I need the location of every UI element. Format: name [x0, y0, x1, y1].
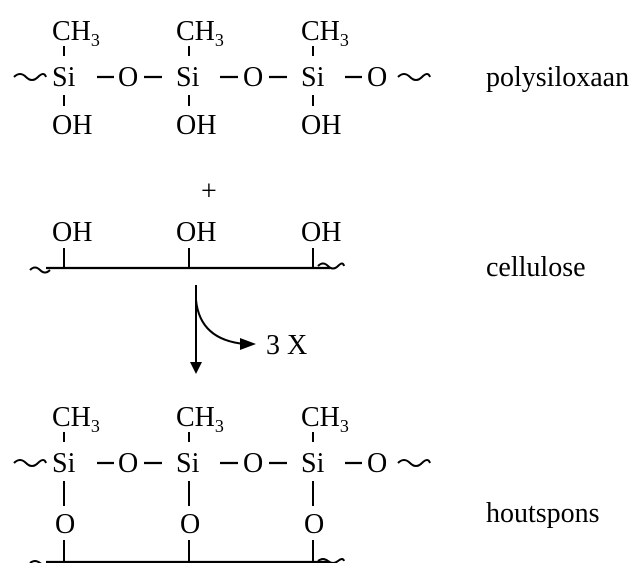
ch3-3: CH3: [301, 16, 349, 50]
si-2: Si: [176, 62, 200, 93]
o-bridge-1: O: [55, 509, 75, 540]
si-b2: Si: [176, 448, 200, 479]
byproduct-label: 3 X: [266, 330, 307, 361]
reaction-arrow: [190, 285, 256, 374]
si-b1: Si: [52, 448, 76, 479]
si-1: Si: [52, 62, 76, 93]
o-3: O: [367, 62, 387, 93]
oh-si-3: OH: [301, 110, 341, 141]
o-2: O: [243, 62, 263, 93]
polysiloxane-structure: CH3 CH3 CH3 Si O Si O Si O OH OH OH: [13, 16, 431, 141]
si-b3: Si: [301, 448, 325, 479]
si-3: Si: [301, 62, 325, 93]
ch3-2: CH3: [176, 16, 224, 50]
oh-cell-3: OH: [301, 217, 341, 248]
o-b2: O: [243, 448, 263, 479]
label-houtspons: houtspons: [486, 498, 600, 529]
o-b1: O: [118, 448, 138, 479]
ch3-b3: CH3: [301, 402, 349, 436]
oh-si-1: OH: [52, 110, 92, 141]
plus-sign: +: [201, 176, 217, 207]
o-bridge-2: O: [180, 509, 200, 540]
oh-cell-2: OH: [176, 217, 216, 248]
label-polysiloxaan: polysiloxaan: [486, 62, 629, 93]
o-b3: O: [367, 448, 387, 479]
label-cellulose: cellulose: [486, 252, 586, 283]
chain-continuation-right: [397, 73, 431, 81]
oh-si-2: OH: [176, 110, 216, 141]
o-1: O: [118, 62, 138, 93]
ch3-b2: CH3: [176, 402, 224, 436]
o-bridge-3: O: [304, 509, 324, 540]
houtspons-structure: CH3 CH3 CH3 Si O Si O Si O O O O: [13, 402, 431, 563]
chain-continuation-left: [13, 73, 47, 81]
ch3-1: CH3: [52, 16, 100, 50]
cellulose-structure: OH OH OH: [29, 217, 345, 274]
ch3-b1: CH3: [52, 402, 100, 436]
oh-cell-1: OH: [52, 217, 92, 248]
